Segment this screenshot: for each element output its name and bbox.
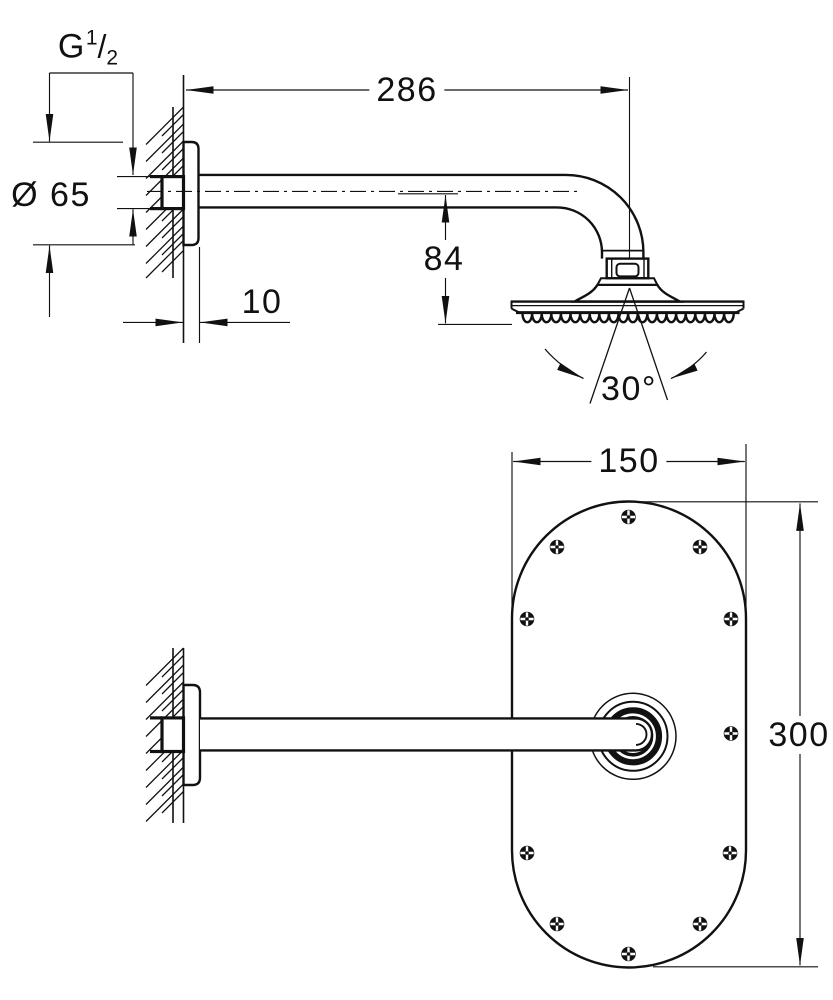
screw-icon bbox=[721, 844, 739, 862]
spray-nozzles bbox=[521, 313, 735, 324]
label-thread-size: G1/2 bbox=[57, 26, 119, 70]
shower-head-side bbox=[510, 257, 745, 324]
shower-arm-front bbox=[200, 717, 654, 752]
screw-icon bbox=[691, 915, 709, 933]
wall-flange-front bbox=[182, 683, 202, 787]
wall-flange-side bbox=[182, 140, 200, 247]
dimension-10 bbox=[123, 247, 290, 343]
label-head-drop: 84 bbox=[416, 240, 472, 278]
dimension-300 bbox=[630, 501, 818, 968]
label-swivel-angle: 30° bbox=[601, 370, 657, 408]
thread-nipple-front bbox=[150, 716, 186, 754]
label-plate-width: 150 bbox=[591, 442, 667, 480]
dimension-diameter-65 bbox=[33, 141, 135, 317]
swivel-nut bbox=[605, 257, 650, 280]
dimension-angle-30 bbox=[544, 287, 707, 404]
front-view bbox=[145, 444, 818, 969]
screw-icon bbox=[691, 538, 709, 556]
label-arm-projection: 286 bbox=[369, 71, 445, 109]
screw-icon bbox=[620, 508, 637, 526]
side-view bbox=[33, 72, 745, 404]
screw-icon bbox=[548, 915, 566, 933]
label-flange-depth: 10 bbox=[241, 283, 283, 321]
shower-arm-side bbox=[198, 173, 645, 259]
screw-icon bbox=[548, 538, 566, 556]
dimension-thread-g12 bbox=[45, 72, 137, 245]
screw-icon bbox=[722, 725, 740, 742]
thread-nipple-side bbox=[150, 175, 186, 211]
pipe-edge-refs bbox=[117, 176, 150, 210]
label-plate-height: 300 bbox=[761, 716, 833, 754]
head-disc bbox=[510, 300, 745, 315]
screw-icon bbox=[518, 844, 536, 862]
label-flange-diameter: Ø 65 bbox=[11, 176, 91, 214]
screw-icon bbox=[722, 610, 740, 628]
screw-icon bbox=[518, 610, 536, 628]
screw-icon bbox=[620, 945, 637, 963]
